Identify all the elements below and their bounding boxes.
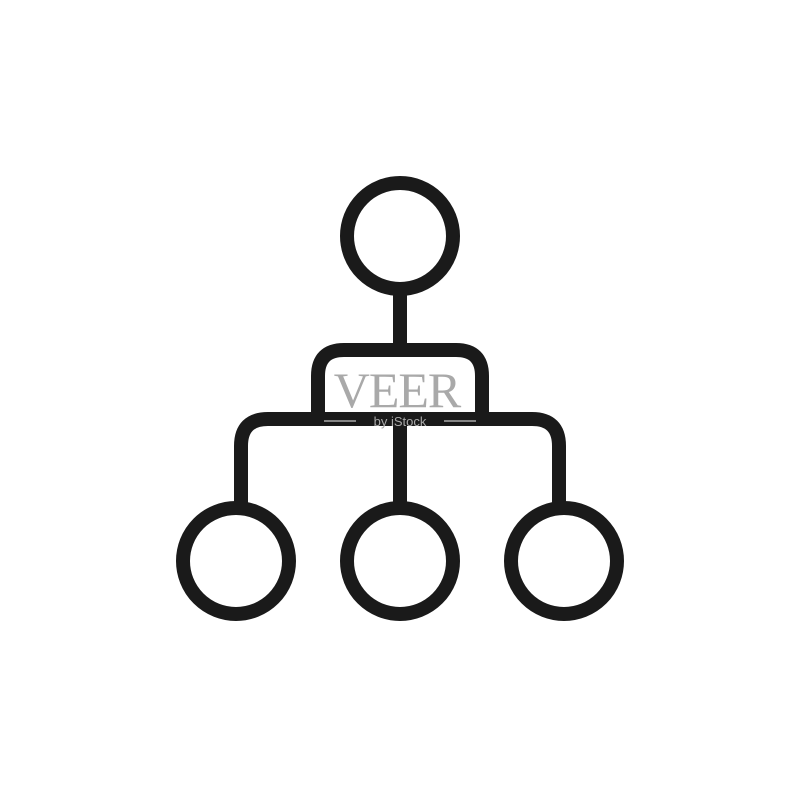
child-node-left — [176, 501, 296, 621]
watermark-brand: VEER — [334, 362, 462, 418]
org-chart-icon — [176, 176, 624, 621]
watermark: VEER by iStock — [324, 362, 476, 429]
center-frame-connector — [311, 343, 489, 418]
watermark-tagline: by iStock — [374, 414, 427, 429]
child-node-middle — [340, 501, 460, 621]
child-node-right — [504, 501, 624, 621]
